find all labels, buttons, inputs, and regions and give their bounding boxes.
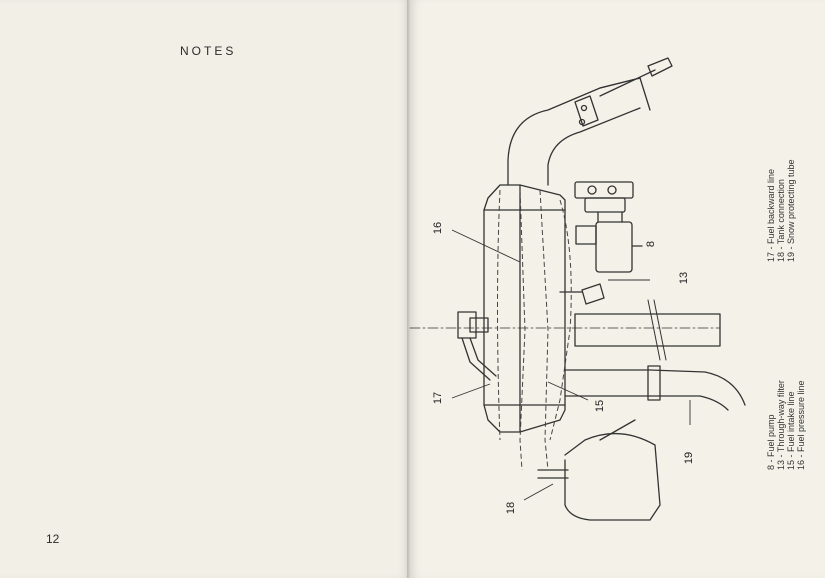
callout-8: 8: [645, 240, 658, 248]
fuel-pump: [595, 221, 633, 273]
legend-item: 18 - Tank connection: [776, 179, 786, 262]
lower-tank: [564, 432, 661, 521]
notes-heading: NOTES: [180, 44, 237, 58]
legend-item: 8 - Fuel pump: [766, 414, 776, 470]
legend-item: 13 - Through-way filter: [776, 380, 786, 470]
legend-item: 16 - Fuel pressure line: [796, 380, 806, 470]
through-way-filter: [581, 283, 605, 305]
book-gutter: [407, 0, 411, 578]
page-number: 12: [46, 532, 60, 546]
right-page: [410, 0, 825, 578]
legend-item: 19 - Snow protecting tube: [786, 159, 796, 262]
horizontal-tube: [574, 313, 721, 347]
legend-part-b: 17 - Fuel backward line 18 - Tank connec…: [766, 159, 796, 262]
callout-18: 18: [505, 501, 518, 515]
callout-19: 19: [683, 451, 696, 465]
left-page: NOTES 12: [0, 0, 410, 578]
legend-item: 17 - Fuel backward line: [766, 168, 776, 262]
legend-item: 15 - Fuel intake line: [786, 391, 796, 470]
snow-protecting-tube: [564, 369, 746, 406]
callout-13: 13: [678, 271, 691, 285]
elbow-pipe: [507, 77, 641, 186]
legend-part-a: 8 - Fuel pump 13 - Through-way filter 15…: [766, 380, 806, 470]
callout-17: 17: [432, 391, 445, 405]
fuel-tank-body: [483, 184, 566, 433]
callout-16: 16: [432, 221, 445, 235]
callout-15: 15: [594, 399, 607, 413]
